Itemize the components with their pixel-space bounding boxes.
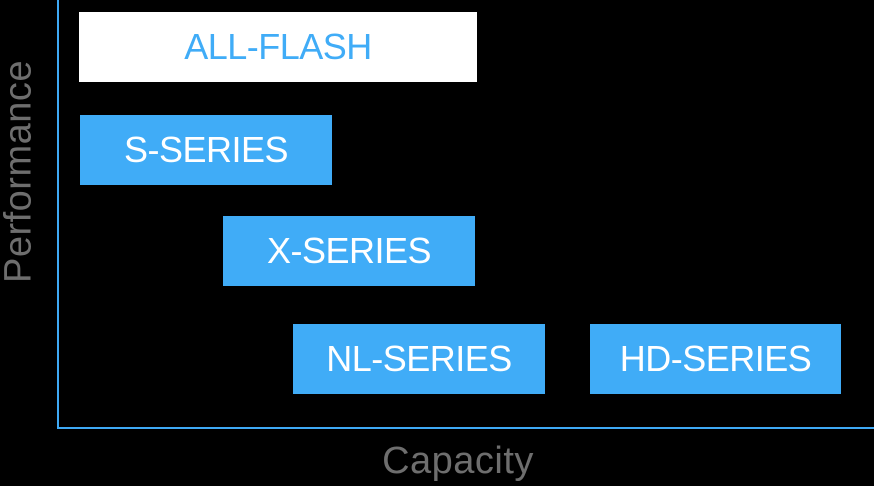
product-box-s-series: S-SERIES (80, 115, 332, 185)
y-axis-line (57, 0, 59, 429)
product-box-x-series: X-SERIES (223, 216, 475, 286)
x-axis-line (57, 427, 874, 429)
product-box-hd-series: HD-SERIES (590, 324, 841, 394)
product-box-nl-series: NL-SERIES (293, 324, 545, 394)
product-box-all-flash: ALL-FLASH (79, 12, 477, 82)
y-axis-label: Performance (0, 59, 40, 284)
x-axis-label: Capacity (382, 440, 534, 482)
